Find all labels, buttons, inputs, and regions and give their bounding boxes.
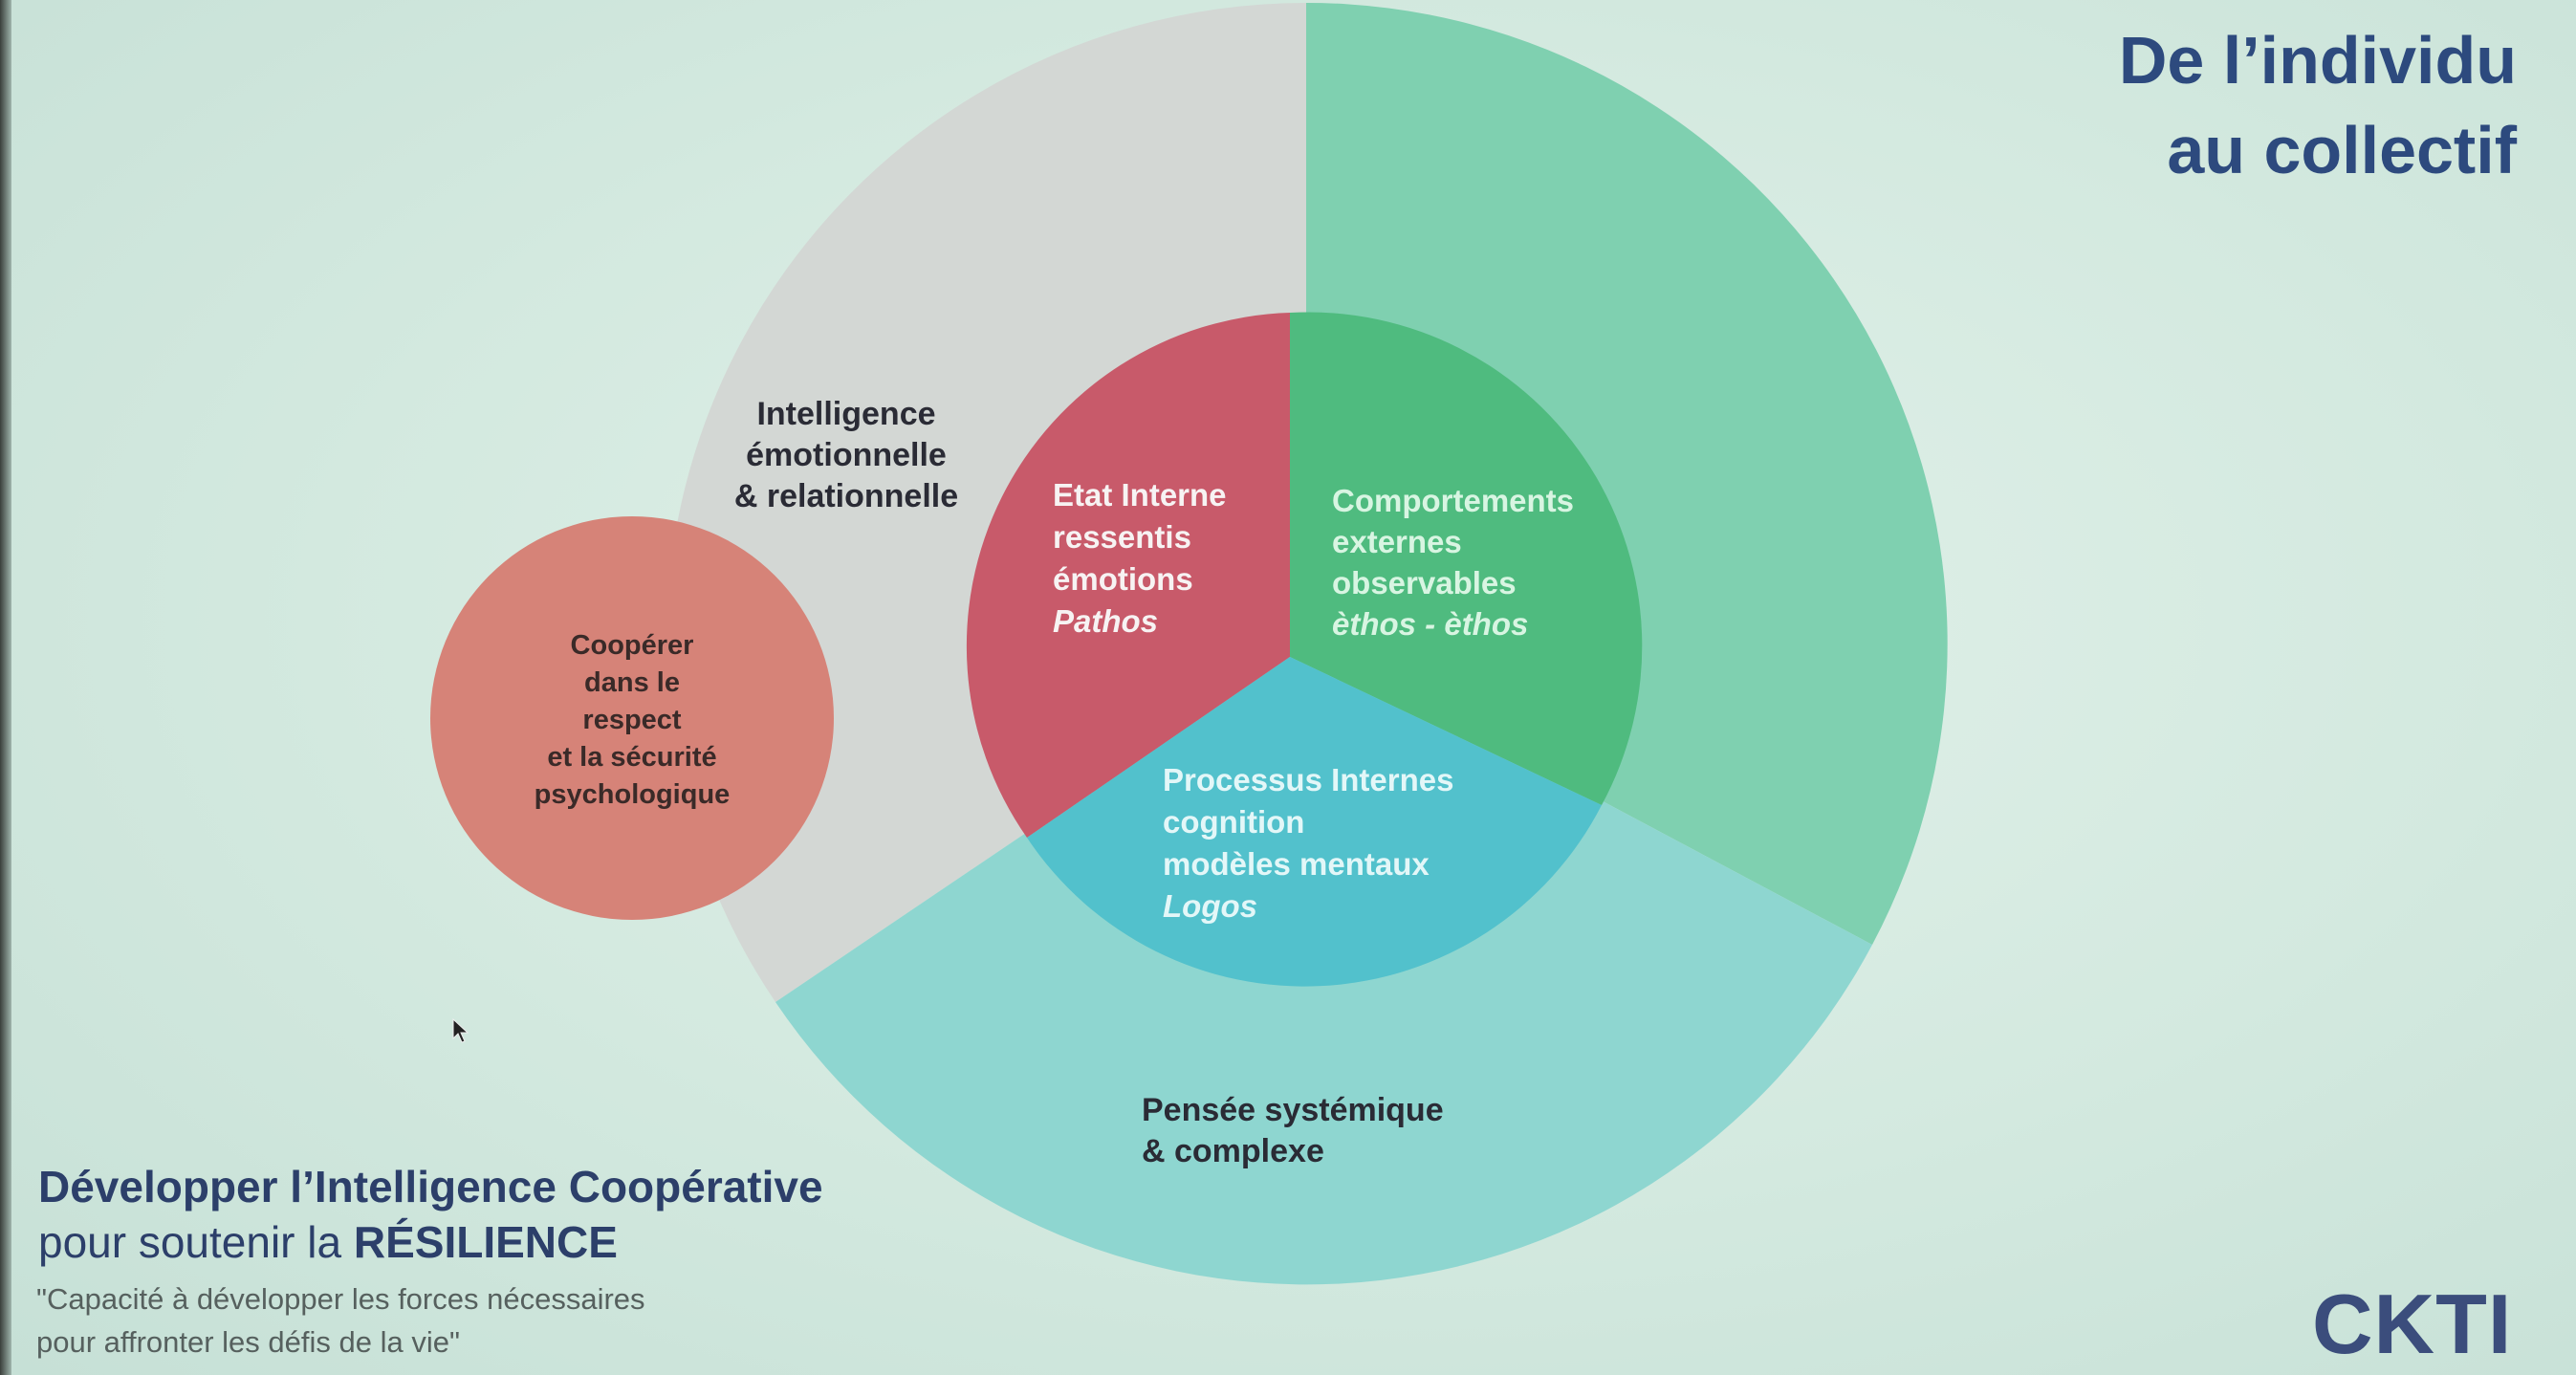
inner-segment-internal-state	[966, 313, 1290, 838]
label-cooperate: Coopérer dans le respect et la sécurité …	[489, 627, 775, 814]
label-line: & relationnelle	[733, 478, 959, 514]
inner-segment-internal-processes	[1027, 657, 1602, 987]
footer-title-prefix: pour soutenir la	[38, 1217, 354, 1267]
mouse-cursor-icon	[452, 1017, 469, 1043]
inner-segment-external-behaviors	[1290, 312, 1643, 805]
label-line: ressentis	[1053, 519, 1191, 555]
label-line: èthos - èthos	[1332, 606, 1529, 642]
label-line: et la sécurité	[547, 742, 717, 773]
label-line: dans le	[584, 667, 680, 698]
label-line: cognition	[1163, 804, 1305, 840]
label-line: modèles mentaux	[1163, 846, 1430, 882]
quote-line: pour affronter les défis de la vie"	[36, 1325, 460, 1359]
label-line: psychologique	[534, 779, 731, 810]
footer-title: Développer l’Intelligence Coopérative po…	[38, 1159, 823, 1270]
screen-edge	[0, 0, 11, 1375]
side-circle-cooperate	[430, 516, 834, 920]
label-internal-state: Etat Interne ressentis émotions Pathos	[1053, 474, 1227, 643]
footer-title-emphasis: RÉSILIENCE	[353, 1217, 618, 1267]
title-line: De l’individu	[2118, 23, 2517, 98]
quote-line: "Capacité à développer les forces nécess…	[36, 1282, 645, 1316]
label-line: & complexe	[1142, 1133, 1324, 1169]
label-line: émotionnelle	[746, 437, 947, 473]
label-line: Coopérer	[570, 630, 694, 661]
label-line: Comportements	[1332, 483, 1575, 518]
label-internal-processes: Processus Internes cognition modèles men…	[1163, 759, 1453, 928]
label-line: Logos	[1163, 888, 1257, 924]
label-line: Processus Internes	[1163, 762, 1454, 797]
label-line: respect	[582, 705, 682, 735]
title-line: au collectif	[2167, 113, 2517, 187]
slide-title: De l’individu au collectif	[2119, 15, 2517, 195]
footer-title-line: pour soutenir la RÉSILIENCE	[38, 1214, 823, 1270]
label-line: Intelligence	[756, 396, 936, 432]
label-line: Pensée systémique	[1142, 1092, 1444, 1128]
ckti-logo: CKTI	[2312, 1277, 2513, 1371]
label-line: Pathos	[1053, 603, 1159, 639]
footer-title-line: Développer l’Intelligence Coopérative	[38, 1162, 823, 1211]
label-line: Etat Interne	[1053, 477, 1227, 513]
label-line: émotions	[1053, 561, 1193, 597]
label-emotional-intelligence: Intelligence émotionnelle & relationnell…	[703, 394, 990, 517]
resilience-quote: "Capacité à développer les forces nécess…	[36, 1277, 645, 1364]
label-line: externes	[1332, 524, 1462, 559]
label-external-behaviors: Comportements externes observables èthos…	[1332, 480, 1574, 644]
label-systemic-thinking: Pensée systémique & complexe	[1142, 1090, 1444, 1172]
label-line: observables	[1332, 565, 1517, 600]
